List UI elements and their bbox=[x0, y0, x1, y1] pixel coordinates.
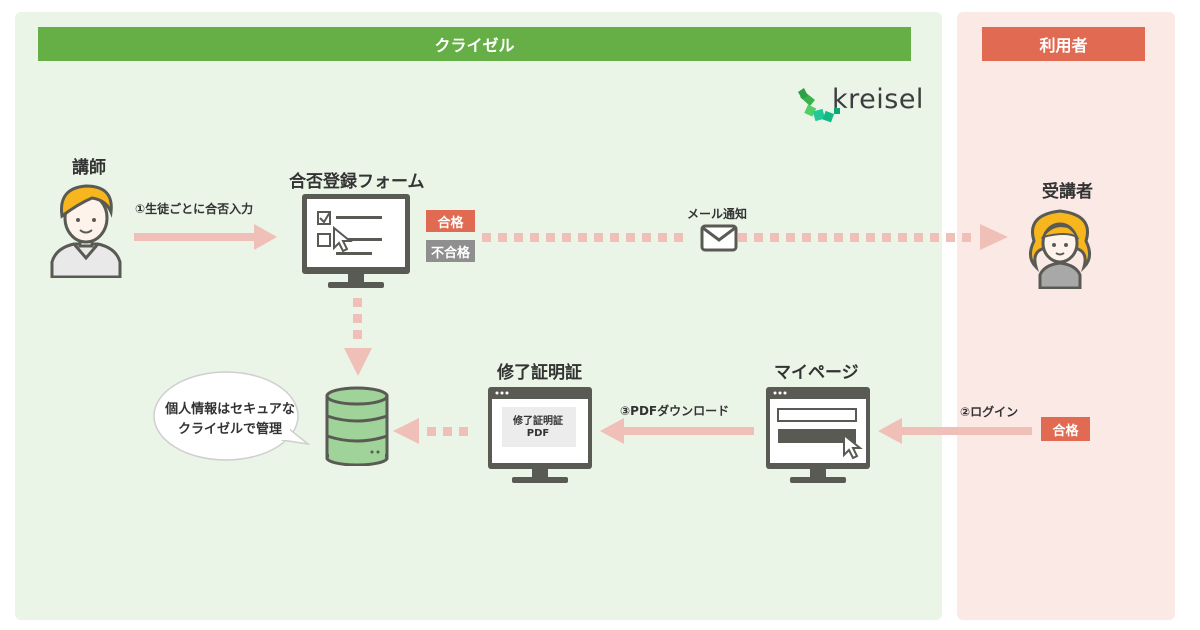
mail-notification-label: メール通知 bbox=[687, 207, 748, 221]
step2-label: ②ログイン bbox=[960, 405, 1019, 419]
to-database-arrow-icon bbox=[344, 298, 372, 376]
form-screen-title: 合否登録フォーム bbox=[289, 172, 425, 192]
certificate-doc-line1: 修了証明証 bbox=[513, 416, 563, 427]
student-label: 受講者 bbox=[1042, 182, 1093, 202]
certificate-title: 修了証明証 bbox=[497, 363, 582, 383]
certificate-monitor-icon bbox=[488, 387, 592, 483]
bubble-line1: 個人情報はセキュアな bbox=[165, 402, 295, 417]
certificate-to-database-arrow-icon bbox=[393, 418, 468, 444]
user-header: 利用者 bbox=[982, 27, 1145, 61]
certificate-doc-text: 修了証明証 PDF bbox=[502, 416, 574, 440]
kreisel-logo-mark-icon bbox=[798, 88, 840, 123]
step2-arrow-icon bbox=[878, 418, 1032, 444]
step3-label: ③PDFダウンロード bbox=[620, 404, 730, 418]
kreisel-logo-text: kreisel bbox=[832, 84, 924, 115]
teacher-avatar-icon bbox=[50, 184, 122, 278]
kreisel-panel bbox=[15, 12, 942, 620]
envelope-icon bbox=[700, 224, 738, 252]
speech-bubble-icon bbox=[153, 371, 310, 461]
certificate-doc-line2: PDF bbox=[526, 428, 550, 439]
mypage-title: マイページ bbox=[774, 363, 859, 383]
kreisel-header: クライゼル bbox=[38, 27, 911, 61]
user-panel bbox=[957, 12, 1175, 620]
fail-tag-form: 不合格 bbox=[426, 240, 475, 262]
step1-arrow-icon bbox=[134, 224, 277, 250]
teacher-label: 講師 bbox=[72, 158, 106, 178]
step3-arrow-icon bbox=[600, 418, 754, 444]
mail-notification-arrow-icon bbox=[482, 224, 1008, 250]
student-avatar-icon bbox=[1029, 209, 1091, 289]
form-monitor-icon bbox=[302, 194, 410, 288]
pass-tag-form: 合格 bbox=[426, 210, 475, 232]
pass-tag-login: 合格 bbox=[1041, 417, 1090, 441]
step1-label: ①生徒ごとに合否入力 bbox=[135, 202, 254, 216]
mypage-monitor-icon bbox=[766, 387, 870, 483]
bubble-line2: クライゼルで管理 bbox=[177, 422, 282, 437]
database-icon bbox=[325, 386, 389, 466]
bubble-text: 個人情報はセキュアな クライゼルで管理 bbox=[160, 400, 300, 440]
